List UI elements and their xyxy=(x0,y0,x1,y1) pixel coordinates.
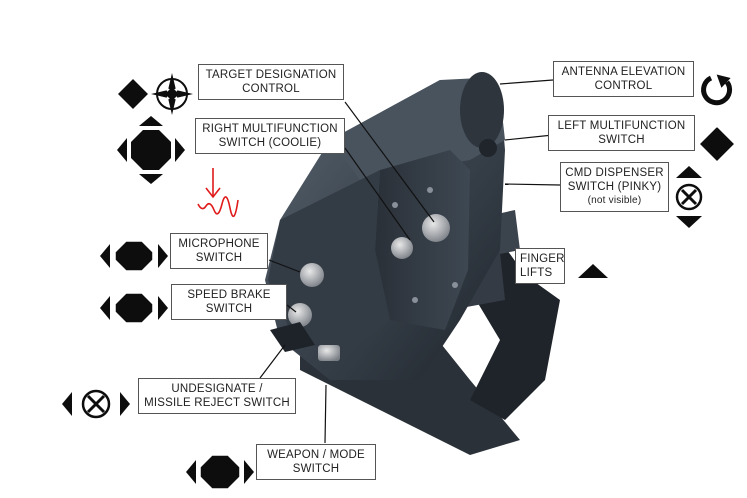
label-target-designation-line1: TARGET DESIGNATION xyxy=(205,69,337,81)
left-right-x-switch-icon xyxy=(62,389,130,419)
red-squiggle-arrow xyxy=(197,168,239,218)
label-speed-brake-line1: SPEED BRAKE xyxy=(187,289,271,301)
label-finger-lifts: FINGER LIFTS xyxy=(515,248,565,284)
weapon-mode-knob xyxy=(318,345,340,361)
target-designation-knob xyxy=(422,214,450,242)
label-right-multifunction-line2: SWITCH (COOLIE) xyxy=(218,137,322,149)
label-weapon-mode: WEAPON / MODE SWITCH xyxy=(256,444,376,480)
label-left-multifunction: LEFT MULTIFUNCTION SWITCH xyxy=(548,115,695,151)
label-cmd-dispenser-line3: (not visible) xyxy=(587,195,642,206)
weapon-mode-left-right-switch-icon xyxy=(186,454,254,490)
label-right-multifunction: RIGHT MULTIFUNCTION SWITCH (COOLIE) xyxy=(195,118,345,154)
label-undesignate-line2: MISSILE REJECT SWITCH xyxy=(144,397,290,409)
label-undesignate-line1: UNDESIGNATE / xyxy=(171,383,263,395)
label-finger-lifts-line2: LIFTS xyxy=(520,267,553,279)
label-microphone-line1: MICROPHONE xyxy=(178,238,260,250)
diamond-depress-icon xyxy=(115,76,151,112)
microphone-left-right-switch-icon xyxy=(100,240,168,272)
rotate-clockwise-icon xyxy=(701,74,733,106)
microphone-knob xyxy=(300,263,324,287)
label-weapon-mode-line1: WEAPON / MODE xyxy=(267,449,365,461)
label-left-multifunction-line2: SWITCH xyxy=(598,134,645,146)
label-microphone: MICROPHONE SWITCH xyxy=(170,233,268,269)
label-weapon-mode-line2: SWITCH xyxy=(292,463,340,475)
label-right-multifunction-line1: RIGHT MULTIFUNCTION xyxy=(202,123,338,135)
label-antenna-elevation-line1: ANTENNA ELEVATION xyxy=(561,66,686,78)
speed-brake-left-right-switch-icon xyxy=(100,292,168,324)
speed-brake-knob xyxy=(288,303,312,327)
label-speed-brake: SPEED BRAKE SWITCH xyxy=(171,284,287,320)
left-multifunction-diamond-icon xyxy=(697,124,737,164)
label-antenna-elevation: ANTENNA ELEVATION CONTROL xyxy=(553,61,694,97)
label-left-multifunction-line1: LEFT MULTIFUNCTION xyxy=(557,120,686,132)
label-antenna-elevation-line2: CONTROL xyxy=(594,80,653,92)
left-multifunction-knob xyxy=(479,139,497,157)
up-down-switch-icon xyxy=(675,166,703,228)
label-cmd-dispenser-line2: SWITCH (PINKY) xyxy=(567,181,662,193)
label-target-designation: TARGET DESIGNATION CONTROL xyxy=(198,64,344,100)
compass-slew-icon xyxy=(151,73,193,115)
up-arrow-icon xyxy=(578,264,608,278)
four-way-hat-icon xyxy=(117,116,185,184)
label-cmd-dispenser: CMD DISPENSER SWITCH (PINKY) (not visibl… xyxy=(560,162,669,212)
label-undesignate: UNDESIGNATE / MISSILE REJECT SWITCH xyxy=(138,378,296,414)
label-finger-lifts-line1: FINGER xyxy=(520,253,565,265)
label-microphone-line2: SWITCH xyxy=(195,252,243,264)
label-target-designation-line2: CONTROL xyxy=(242,83,300,95)
label-speed-brake-line2: SWITCH xyxy=(205,303,253,315)
label-cmd-dispenser-line1: CMD DISPENSER xyxy=(565,167,664,179)
